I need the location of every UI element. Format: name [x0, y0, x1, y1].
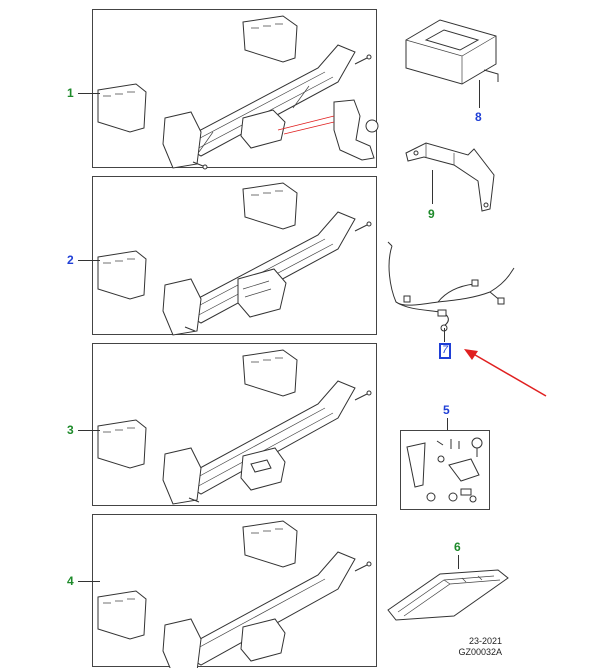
- callout-4-leader: [78, 581, 100, 582]
- callout-6: 6: [454, 540, 461, 554]
- assembly-panel-1: [92, 9, 377, 170]
- callout-2: 2: [67, 253, 74, 267]
- callout-8-leader: [479, 80, 480, 108]
- under-cover-drawing: [387, 569, 509, 621]
- fitting-kit-drawing: [406, 437, 483, 503]
- assembly-panel-4: [92, 514, 377, 668]
- control-module-drawing: [405, 19, 499, 85]
- callout-2-leader: [78, 260, 100, 261]
- callout-7-highlight: 7: [439, 343, 451, 359]
- callout-9: 9: [428, 207, 435, 221]
- callout-8: 8: [475, 110, 482, 124]
- tow-bar-assembly-4-drawing: [97, 520, 372, 668]
- tow-bar-assembly-1-drawing: [97, 15, 372, 170]
- callout-7-leader: [444, 328, 445, 342]
- fitting-kit-panel: [400, 430, 490, 510]
- assembly-panel-3: [92, 343, 377, 506]
- callout-3: 3: [67, 423, 74, 437]
- tow-bar-assembly-2-drawing: [97, 182, 372, 336]
- callout-1-leader: [78, 93, 100, 94]
- diagram-reference-code: GZ00032A: [458, 647, 502, 657]
- mounting-bracket-drawing: [405, 142, 495, 212]
- tow-ball-detachable-drawing: [277, 99, 379, 161]
- assembly-panel-2: [92, 176, 377, 336]
- callout-1: 1: [67, 86, 74, 100]
- callout-5-leader: [447, 418, 448, 430]
- wiring-harness-drawing: [387, 241, 515, 332]
- diagram-date-code: 23-2021: [468, 636, 502, 646]
- callout-9-leader: [432, 170, 433, 204]
- callout-6-leader: [458, 555, 459, 569]
- callout-3-leader: [78, 430, 100, 431]
- tow-bar-assembly-3-drawing: [97, 349, 372, 505]
- callout-5: 5: [443, 403, 450, 417]
- red-pointer-arrow: [464, 349, 547, 397]
- callout-4: 4: [67, 574, 74, 588]
